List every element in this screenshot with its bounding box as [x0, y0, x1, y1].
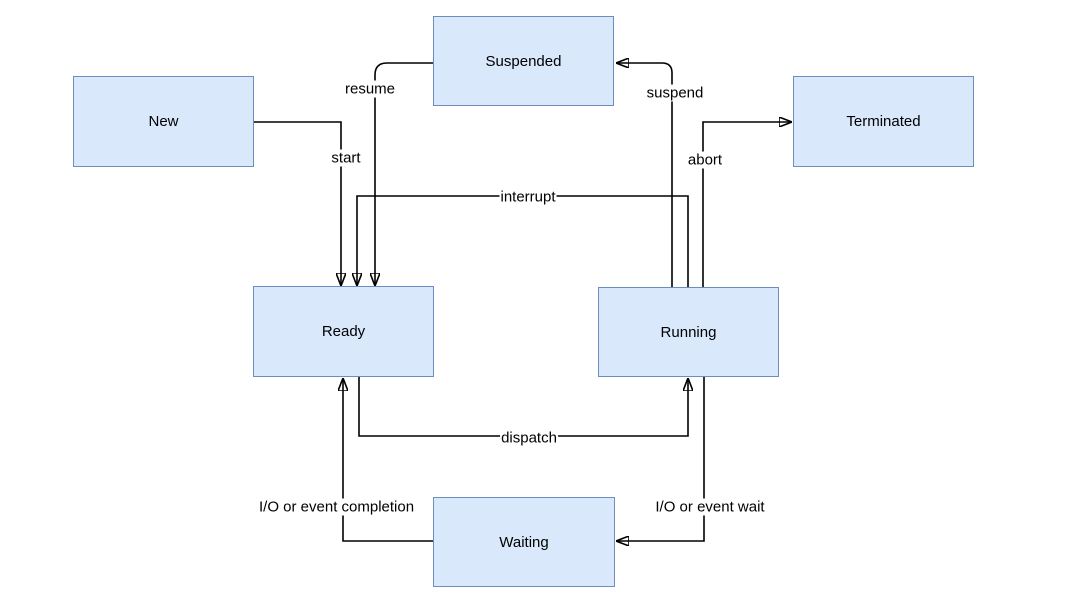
- edge-suspend-line: [617, 63, 673, 287]
- state-label-terminated: Terminated: [846, 113, 921, 130]
- edge-label-io-wait: I/O or event wait: [654, 498, 766, 516]
- edge-label-start: start: [330, 149, 362, 167]
- edge-dispatch-line: [358, 377, 688, 437]
- state-node-terminated: Terminated: [793, 76, 974, 167]
- state-label-new: New: [148, 113, 179, 130]
- edge-io-completion-line: [343, 379, 433, 542]
- edge-label-interrupt: interrupt: [499, 188, 557, 206]
- state-label-ready: Ready: [321, 323, 366, 340]
- state-node-waiting: Waiting: [433, 497, 615, 587]
- edge-label-io-completion: I/O or event completion: [258, 498, 416, 516]
- state-node-ready: Ready: [253, 286, 434, 377]
- edge-start-line: [254, 121, 341, 285]
- edge-label-dispatch: dispatch: [500, 429, 558, 447]
- edge-resume-line: [375, 62, 433, 285]
- edge-label-suspend: suspend: [645, 84, 705, 102]
- state-node-new: New: [73, 76, 254, 167]
- state-label-suspended: Suspended: [485, 52, 562, 70]
- state-label-running: Running: [660, 323, 717, 341]
- edge-io-wait-line: [617, 377, 705, 541]
- state-node-suspended: Suspended: [433, 16, 614, 106]
- edge-interrupt-line: [357, 195, 689, 287]
- edge-label-abort: abort: [686, 151, 724, 169]
- edge-label-resume: resume: [343, 80, 397, 98]
- edge-abort-line: [702, 122, 791, 287]
- state-node-running: Running: [598, 287, 779, 377]
- state-label-waiting: Waiting: [499, 533, 549, 551]
